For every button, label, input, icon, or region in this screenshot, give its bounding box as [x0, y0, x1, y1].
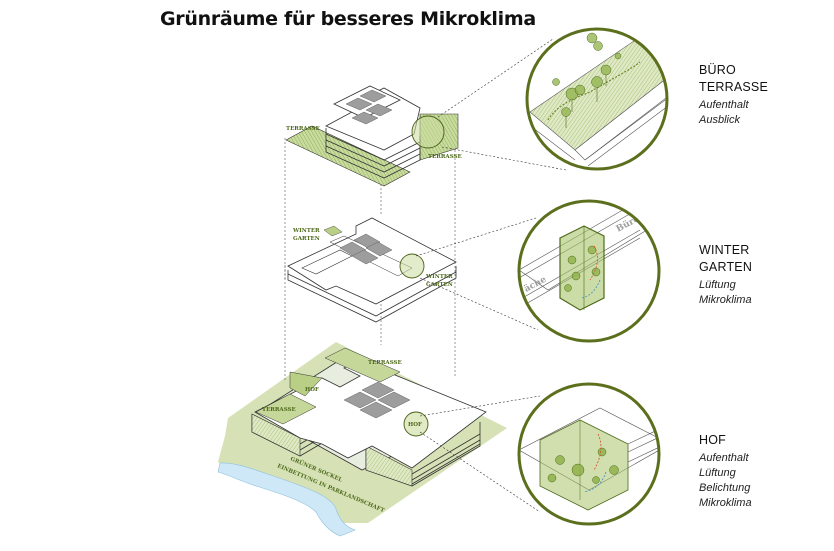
detail-connectors — [415, 38, 567, 513]
detail-circle-wintergarten: Büro äche — [517, 199, 661, 343]
detail-heading-line: TERRASSE — [699, 80, 768, 94]
detail-item: Aufenthalt — [699, 99, 749, 111]
detail-heading-line: BÜRO — [699, 63, 736, 77]
river — [217, 462, 356, 537]
label-terrasse-base-left: TERRASSE — [262, 407, 296, 413]
detail-heading-line: GARTEN — [699, 260, 753, 274]
detail-label-hof: HOF Aufenthalt Lüftung Belichtung Mikrok… — [699, 432, 752, 511]
winter-garden-focus-circle — [399, 253, 425, 279]
stack-guides — [284, 130, 456, 380]
top-floors: TERRASSE TERRASSE — [285, 85, 462, 187]
base-hof-focus-circle — [403, 411, 429, 437]
detail-heading-line: WINTER — [699, 243, 750, 257]
detail-circle-terrasse — [525, 27, 669, 171]
detail-item: Lüftung — [699, 467, 736, 479]
detail-item: Mikroklima — [699, 294, 752, 306]
label-hof-left: HOF — [305, 387, 319, 393]
detail-item: Mikroklima — [699, 497, 752, 509]
base-hof-left — [289, 371, 323, 397]
label-terrasse-base-top: TERRASSE — [368, 360, 402, 366]
label-winter-right-2: GARTEN — [426, 282, 453, 288]
detail-item: Aufenthalt — [699, 452, 749, 464]
base-terrace-top — [324, 347, 401, 383]
detail-label-wintergarten: WINTER GARTEN Lüftung Mikroklima — [699, 242, 752, 308]
label-winter-left-2: GARTEN — [293, 236, 320, 242]
middle-floors: WINTER GARTEN WINTER GARTEN — [287, 217, 457, 323]
label-terrasse-top-right: TERRASSE — [428, 154, 462, 160]
detail-circle-hof — [517, 382, 661, 526]
label-winter-left-1: WINTER — [292, 228, 320, 234]
label-hof-circle: HOF — [408, 422, 422, 428]
detail-label-terrasse: BÜRO TERRASSE Aufenthalt Ausblick — [699, 62, 768, 128]
page-title: Grünräume für besseres Mikroklima — [160, 8, 536, 30]
detail-heading-line: HOF — [699, 433, 726, 447]
label-winter-right-1: WINTER — [425, 274, 453, 280]
detail-item: Belichtung — [699, 482, 751, 494]
base-terrace-left — [255, 393, 317, 425]
detail-item: Ausblick — [699, 114, 740, 126]
detail-item: Lüftung — [699, 279, 736, 291]
label-terrasse-top-left: TERRASSE — [286, 126, 320, 132]
top-terrace-focus-circle — [411, 115, 445, 149]
